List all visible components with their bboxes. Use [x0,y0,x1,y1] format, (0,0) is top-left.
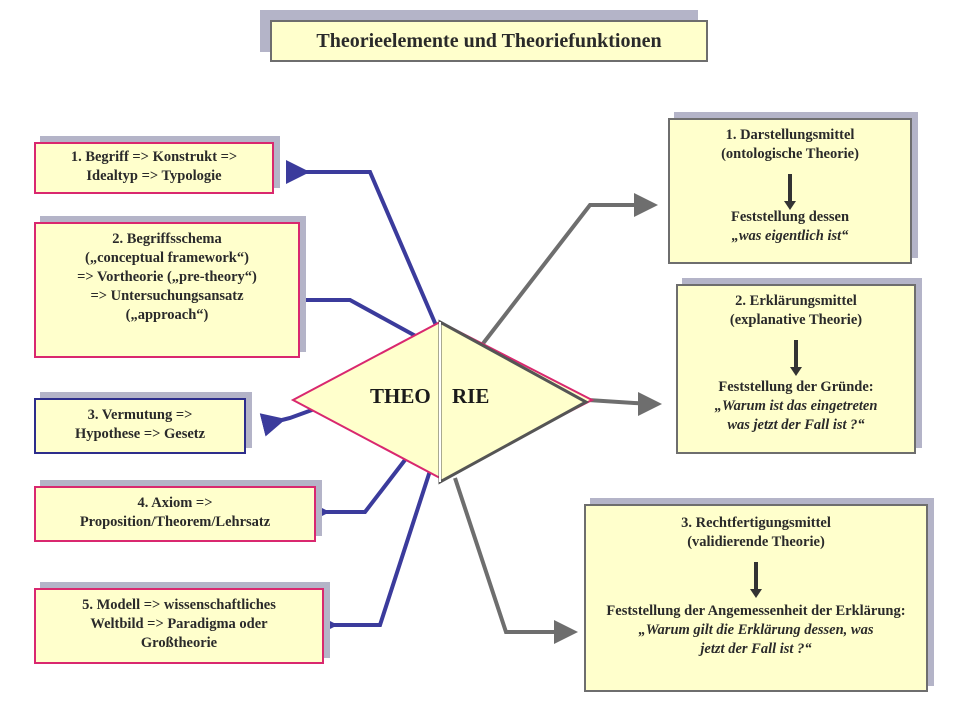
left-box-line: („conceptual framework“) [85,250,249,266]
left-box-axiom: 4. Axiom => Proposition/Theorem/Lehrsatz [34,486,316,542]
right-box-statement: Feststellung dessen [730,209,850,225]
left-box-line: Hypothese => Gesetz [74,426,206,442]
left-box-line: Proposition/Theorem/Lehrsatz [79,514,271,530]
down-arrow-icon [790,340,802,376]
connector-right-1 [476,193,658,352]
left-box-vermutung: 3. Vermutung => Hypothese => Gesetz [34,398,246,454]
left-box-line: 4. Axiom => [137,495,213,511]
right-box-darstellungsmittel: 1. Darstellungsmittel (ontologische Theo… [668,118,912,264]
center-diamond [290,319,595,485]
right-box-statement: Feststellung der Angemessenheit der Erkl… [606,603,906,619]
left-box-begriff: 1. Begriff => Konstrukt => Idealtyp => T… [34,142,274,194]
connector-left-2 [286,288,433,347]
left-box-line: 5. Modell => wissenschaftliches [82,597,276,613]
right-box-heading: 1. Darstellungsmittel [725,127,855,143]
left-box-line: => Untersuchungsansatz [90,288,244,304]
right-box-quote: „was eigentlich ist“ [731,228,849,244]
right-box-statement: Feststellung der Gründe: [718,379,874,395]
left-box-modell: 5. Modell => wissenschaftliches Weltbild… [34,588,324,664]
right-box-quote: was jetzt der Fall ist ?“ [727,417,865,433]
down-arrow-icon [750,562,762,598]
right-box-erklaerungsmittel: 2. Erklärungsmittel (explanative Theorie… [676,284,916,454]
left-box-begriffsschema: 2. Begriffsschema („conceptual framework… [34,222,300,358]
right-box-heading: (validierende Theorie) [687,534,825,550]
right-box-quote: „Warum gilt die Erklärung dessen, was [638,622,874,638]
right-box-heading: 2. Erklärungsmittel [735,293,857,309]
connector-left-5 [314,439,442,637]
connector-left-1 [286,160,440,331]
left-box-line: Großtheorie [140,635,218,651]
center-label-right: RIE [452,384,490,408]
center-label-left: THEO [370,384,431,408]
down-arrow-icon [784,174,796,210]
left-box-line: 3. Vermutung => [87,407,193,423]
right-box-quote: jetzt der Fall ist ?“ [700,641,812,657]
left-box-line: => Vortheorie („pre-theory“) [77,269,257,285]
right-box-heading: (explanative Theorie) [729,312,863,328]
page-title: Theorieelemente und Theoriefunktionen [270,20,708,62]
left-box-line: 2. Begriffsschema [112,231,222,247]
connector-right-2 [587,392,662,416]
left-box-line: Idealtyp => Typologie [86,168,222,184]
connector-right-3 [453,477,578,644]
left-box-line: Weltbild => Paradigma oder [90,616,268,632]
right-box-quote: „Warum ist das eingetreten [714,398,878,414]
left-box-line: („approach“) [125,307,209,323]
right-box-heading: 3. Rechtfertigungsmittel [681,515,831,531]
left-box-line: 1. Begriff => Konstrukt => [70,149,238,165]
right-box-heading: (ontologische Theorie) [721,146,859,162]
right-box-rechtfertigungsmittel: 3. Rechtfertigungsmittel (validierende T… [584,504,928,692]
